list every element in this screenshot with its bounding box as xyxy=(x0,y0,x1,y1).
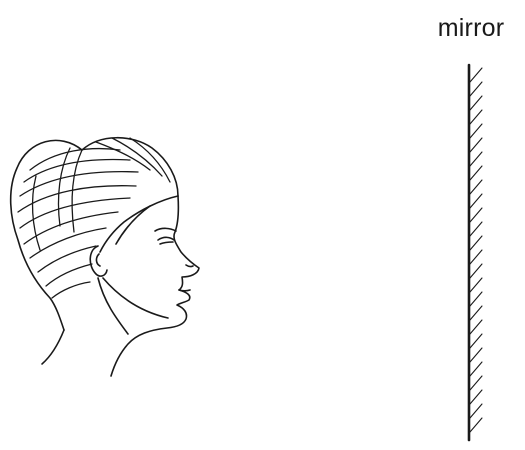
mirror-hatch-line xyxy=(470,334,482,348)
mirror-hatch-line xyxy=(470,390,482,404)
mirror-hatch-line xyxy=(470,166,482,180)
mirror-hatch-line xyxy=(470,194,482,208)
nostril xyxy=(186,265,193,267)
mirror-hatch-line xyxy=(470,306,482,320)
hairline xyxy=(100,196,178,252)
mirror-hatch-line xyxy=(470,180,482,194)
mirror-hatch-line xyxy=(470,110,482,124)
hair-outline xyxy=(11,140,82,330)
neck-back xyxy=(42,330,64,364)
mirror-hatch-line xyxy=(470,418,482,432)
hair-strands xyxy=(18,138,170,298)
face-profile xyxy=(111,196,199,376)
mirror-hatch-line xyxy=(470,152,482,166)
neck-line xyxy=(98,278,128,334)
mirror-hatch-line xyxy=(470,278,482,292)
mirror-hatch-line xyxy=(470,320,482,334)
mirror-hatch-line xyxy=(470,222,482,236)
head-profile xyxy=(11,138,199,376)
mirror-hatch-line xyxy=(470,404,482,418)
mirror-hatch-line xyxy=(470,348,482,362)
mirror-hatch-line xyxy=(470,250,482,264)
mirror-hatch-line xyxy=(470,208,482,222)
mirror-hatch-line xyxy=(470,68,482,82)
mirror-hatch-line xyxy=(470,362,482,376)
mouth-line xyxy=(179,290,190,291)
mirror-hatch-line xyxy=(470,264,482,278)
eye xyxy=(158,237,174,240)
ear-inner xyxy=(96,254,100,266)
mirror-hatch-line xyxy=(470,376,482,390)
mirror-hatch-line xyxy=(470,138,482,152)
mirror-hatch-line xyxy=(470,96,482,110)
eyebrow xyxy=(155,228,176,231)
mirror-hatch-line xyxy=(470,236,482,250)
mirror-hatch-line xyxy=(470,124,482,138)
mirror-hatching xyxy=(470,68,482,432)
mirror-hatch-line xyxy=(470,292,482,306)
mirror xyxy=(469,65,482,440)
mirror-hatch-line xyxy=(470,82,482,96)
eye-lid xyxy=(160,242,173,244)
ear xyxy=(90,246,107,276)
